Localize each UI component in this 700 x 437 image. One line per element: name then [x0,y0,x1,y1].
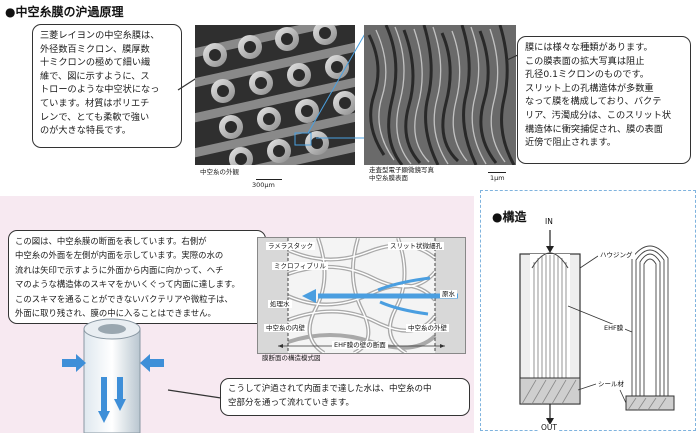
cross-section-text-line: マのような構造体のスキマをかいくぐって内面に達します。 [15,279,240,290]
raw-water-label: 原水 [440,290,457,298]
structure-heading: ●構造 [492,210,527,224]
microfibril-label: ミクロフィブリル [272,262,328,270]
hollow-fiber-flow-illustration [58,315,168,434]
out-label: OUT [539,423,559,432]
inner-wall-label: 中空糸の内壁 [264,324,307,332]
page-title: ●中空糸膜の沪過原理 [5,5,124,19]
intro-text-line: のが大きな特長です。 [40,125,131,137]
housing-label: ハウジング [598,251,635,259]
cross-section-text-line: このスキマを通ることができないバクテリアや微粒子は、 [15,293,233,304]
outer-wall-label: 中空糸の外壁 [406,324,449,332]
intro-text-line: レンで、とても柔軟で強い [40,111,150,123]
membrane-text-line: スリット上の孔構造体が多数重 [525,82,654,94]
membrane-text-line: 膜には様々な種類があります。 [525,42,653,53]
sem-scale-label: 1μm [490,174,505,182]
cross-section-text-line: 中空糸の外面を左側が内面を示しています。実際の水の [15,250,224,261]
intro-text-box: 三菱レイヨンの中空糸膜は、 外径数百ミクロン、膜厚数 十ミクロンの極めて細い繊 … [32,24,182,148]
fiber-exterior-caption: 中空糸の外観 [200,168,239,176]
cross-section-text-box: この図は、中空糸膜の断面を表しています。右側が 中空糸の外面を左側が内面を示して… [8,230,266,324]
membrane-text-line: なって膜を構成しており、バクテ [525,96,662,108]
intro-text-line: 外径数百ミクロン、膜厚数 [40,43,150,55]
hollow-fiber-photo [195,25,355,165]
membrane-text-box: 膜には様々な種類があります。 この膜表面の拡大写真は阻止 孔径0.1ミクロンのも… [517,36,691,164]
seal-label: シール材 [596,380,626,388]
intro-text-line: トローのような中空状になっ [40,84,160,96]
cross-section-text-line: 外面に取り残され、膜の中に入ることはできません。 [15,308,216,319]
cross-section-caption: 膜断面の構造模式図 [262,354,321,362]
intro-text-line: 十ミクロンの極めて細い繊 [40,57,151,69]
sem-caption-line2: 中空糸膜表面 [369,174,408,182]
wall-section-label: EHF膜の壁の断面 [332,341,388,349]
box4-pointer [167,389,222,399]
membrane-text-line: リア、汚濁成分は、このスリット状 [525,109,672,121]
in-label: IN [543,217,555,226]
intro-text-line: 三菱レイヨンの中空糸膜は、 [40,30,160,41]
cross-section-text-line: 流れは矢印で示すように外面から内面に向かって、ヘチ [15,264,224,275]
membrane-text-line: 近傍で阻止されます。 [525,137,616,149]
intro-text-line: ています。材質はポリエチ [40,97,150,109]
sem-caption-line1: 走査型電子顕微鏡写真 [369,166,434,174]
lamella-label: ラメラスタック [266,242,316,250]
fiber-scale-label: 300μm [252,181,275,189]
flow-text-line: こうして沪過されて内面まで達した水は、中空糸の中 [228,384,432,394]
membrane-text-line: 孔径0.1ミクロンのものです。 [525,69,649,81]
membrane-text-line: この膜表面の拡大写真は阻止 [525,55,645,67]
cross-section-text-line: この図は、中空糸膜の断面を表しています。右側が [15,236,207,246]
zoom-lines [308,31,367,139]
fiber-scale-bar [256,179,282,180]
slit-pore-label: スリット状微細孔 [388,242,444,250]
sem-scale-bar [488,172,506,173]
sem-membrane-photo [364,25,516,165]
flow-text-line: 空部分を通って流れていきます。 [228,397,354,408]
module-structure-diagram: IN OUT ハウジング EHF膜 シール材 [490,218,690,432]
intro-text-line: 維で、図に示すように、ス [40,70,150,82]
ehf-label: EHF膜 [602,324,626,332]
cross-section-diagram: ラメラスタック ミクロフィブリル スリット状微細孔 処理水 原水 中空糸の内壁 … [257,237,466,354]
structure-panel-border [480,190,696,431]
flow-text-box: こうして沪過されて内面まで達した水は、中空糸の中 空部分を通って流れていきます。 [220,378,470,416]
treated-water-label: 処理水 [268,300,292,308]
membrane-text-line: 構造体に衝突捕促され、膜の表面 [525,123,663,135]
